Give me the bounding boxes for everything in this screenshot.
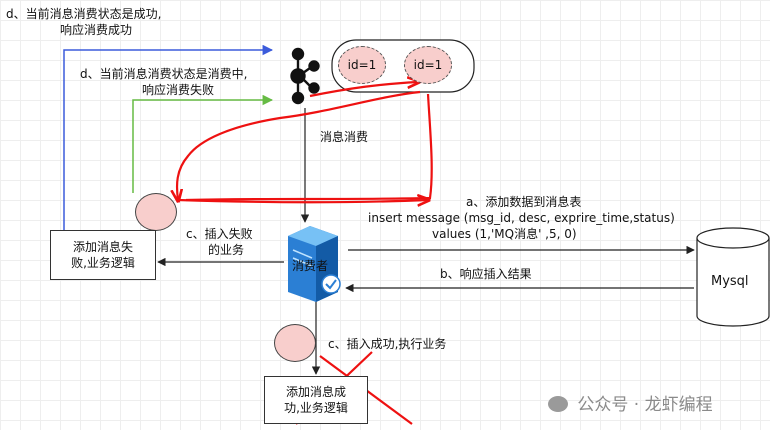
fail-note-line2: 的业务 bbox=[208, 243, 245, 257]
insert-note-line2: insert message (msg_id, desc, exprire_ti… bbox=[368, 211, 675, 225]
pink-circle-bottom bbox=[274, 324, 316, 362]
fail-note-line1: c、插入失败 bbox=[186, 227, 253, 241]
kafka-icon bbox=[290, 47, 320, 105]
watermark-text: 公众号 · 龙虾编程 bbox=[577, 395, 713, 415]
top-note-line1: d、当前消息消费状态是成功, bbox=[6, 7, 162, 21]
red-loop-arrow-2 bbox=[185, 93, 433, 202]
pink-circle-left bbox=[135, 193, 177, 231]
red-loop-arrow-4 bbox=[309, 82, 418, 98]
success-box-line2: 功,业务逻辑 bbox=[284, 401, 348, 415]
success-box-line1: 添加消息成 bbox=[285, 385, 346, 399]
mysql-cylinder bbox=[696, 227, 770, 327]
red-loop-arrow-3 bbox=[177, 200, 428, 202]
consumer-label: 消费者 bbox=[292, 259, 329, 273]
watermark: 公众号 · 龙虾编程 bbox=[548, 390, 713, 415]
insert-note-line1: a、添加数据到消息表 bbox=[466, 195, 582, 209]
fail-box: 添加消息失 败,业务逻辑 bbox=[50, 230, 156, 280]
fail-box-line1: 添加消息失 bbox=[72, 240, 133, 254]
insert-note-line3: values (1,'MQ消息' ,5, 0) bbox=[432, 227, 577, 241]
top-note-line2: 响应消费成功 bbox=[60, 23, 133, 37]
mid-note-line2: 响应消费失败 bbox=[142, 83, 215, 97]
queue-item-1: id=1 bbox=[338, 46, 386, 84]
queue-item-2: id=1 bbox=[404, 46, 452, 84]
mysql-label: Mysql bbox=[711, 274, 749, 289]
fail-box-line2: 败,业务逻辑 bbox=[71, 256, 135, 270]
success-box: 添加消息成 功,业务逻辑 bbox=[264, 376, 368, 424]
consumer-server-icon bbox=[288, 226, 341, 302]
mid-note-line1: d、当前消息消费状态是消费中, bbox=[80, 67, 248, 81]
green-fail-arrow bbox=[132, 94, 274, 193]
red-loop-arrow-1 bbox=[177, 90, 421, 200]
success-note: c、插入成功,执行业务 bbox=[328, 337, 447, 351]
wechat-icon bbox=[548, 396, 568, 412]
response-note: b、响应插入结果 bbox=[440, 267, 532, 281]
consume-label: 消息消费 bbox=[320, 130, 369, 144]
blue-success-arrow bbox=[63, 44, 274, 230]
